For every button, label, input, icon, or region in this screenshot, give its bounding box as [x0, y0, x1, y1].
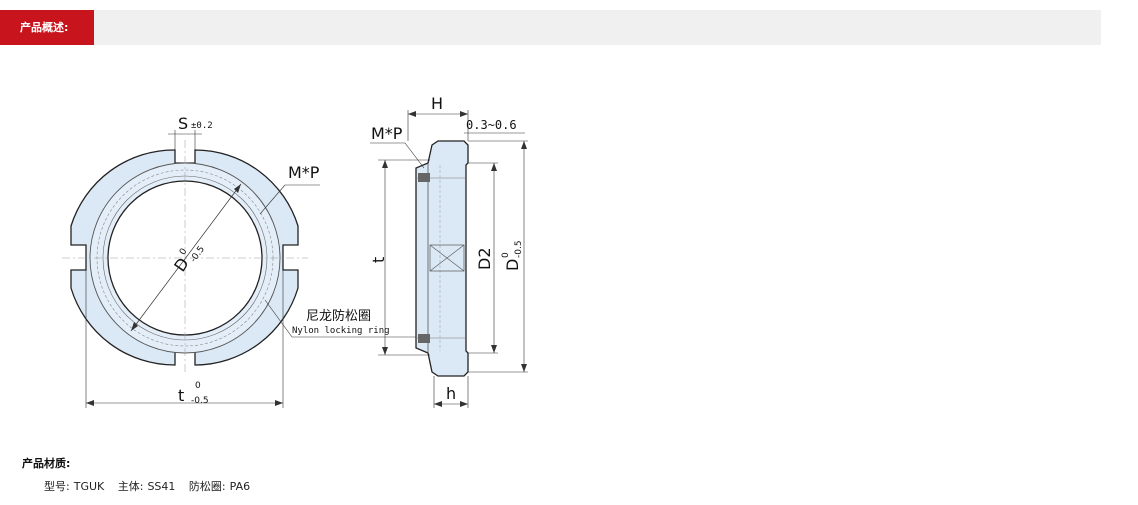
material-spec-line: 型号:TGUK 主体:SS41 防松圈:PA6 — [44, 478, 254, 494]
side-thread-label: M*P — [371, 124, 403, 143]
section-tab-overview[interactable]: 产品概述: — [0, 10, 94, 45]
h-label: h — [446, 384, 456, 403]
side-view: H 0.3~0.6 M*P t D2 D 0 — [369, 94, 528, 408]
section-header-bar — [0, 10, 1101, 45]
technical-drawing: S ±0.2 D 0 -0.5 M*P t 0 -0.5 尼龙防松圈 Nylon… — [62, 94, 528, 408]
slot-width-tolerance: ±0.2 — [191, 121, 213, 131]
front-view: S ±0.2 D 0 -0.5 M*P t 0 -0.5 尼龙防松圈 Nylon… — [62, 114, 428, 408]
svg-text:0: 0 — [195, 381, 201, 391]
nylon-ring-label-en: Nylon locking ring — [292, 326, 390, 336]
nylon-ring-label-cn: 尼龙防松圈 — [306, 308, 371, 324]
nylon-insert-bottom — [418, 334, 430, 343]
ring-material-value: PA6 — [229, 480, 251, 493]
body-value: SS41 — [147, 480, 176, 493]
side-t-label: t — [369, 257, 388, 263]
ring-material-label: 防松圈: — [188, 480, 226, 493]
svg-text:-0.5: -0.5 — [514, 240, 524, 258]
model-label: 型号: — [44, 480, 70, 493]
width-label: t — [178, 386, 184, 405]
nylon-insert-top — [418, 173, 430, 182]
svg-text:0: 0 — [178, 247, 190, 258]
chamfer-label: 0.3~0.6 — [466, 118, 517, 132]
material-heading: 产品材质: — [22, 457, 71, 470]
thread-spec-label: M*P — [288, 163, 320, 182]
slot-width-label: S — [178, 114, 188, 133]
height-label: H — [431, 94, 443, 113]
svg-text:0: 0 — [501, 252, 511, 258]
d2-label: D2 — [475, 248, 494, 271]
model-value: TGUK — [73, 480, 105, 493]
nut-side-profile — [415, 140, 469, 377]
side-d-label: D — [503, 259, 522, 271]
svg-text:-0.5: -0.5 — [191, 396, 209, 406]
body-label: 主体: — [117, 480, 144, 493]
